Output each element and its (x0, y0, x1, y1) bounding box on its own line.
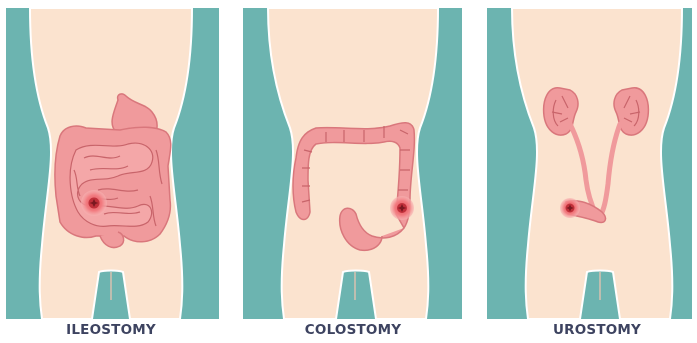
panel-colostomy (243, 8, 462, 319)
label-colostomy: COLOSTOMY (253, 320, 453, 340)
label-urostomy: UROSTOMY (497, 320, 697, 340)
panel-ileostomy (6, 8, 219, 319)
label-ileostomy: ILEOSTOMY (11, 320, 211, 340)
panel-urostomy (487, 8, 692, 319)
